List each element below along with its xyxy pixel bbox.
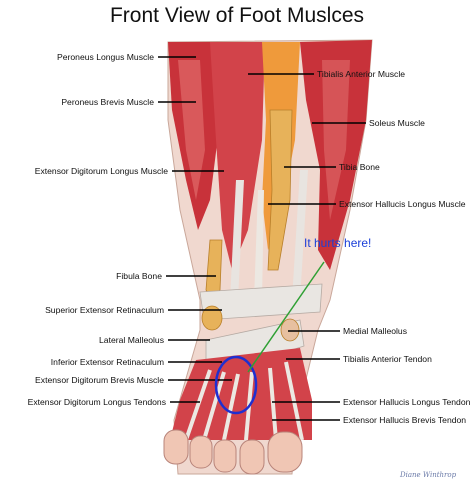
toes <box>163 429 303 475</box>
muscle-highlight-1 <box>178 60 205 200</box>
label-inferior-extensor-retinaculum: Inferior Extensor Retinaculum <box>50 357 164 367</box>
tendon-strip-1 <box>230 180 244 300</box>
label-medial-malleolus: Medial Malleolus <box>343 326 408 336</box>
label-peroneus-longus-muscle: Peroneus Longus Muscle <box>57 52 154 62</box>
diagram-title: Front View of Foot Muslces <box>109 4 365 27</box>
medial-malleolus-shape <box>280 318 300 342</box>
muscle-highlight-2 <box>322 60 350 220</box>
tendon-strip-2 <box>254 190 264 300</box>
label-extensor-digitorum-longus-muscle: Extensor Digitorum Longus Muscle <box>34 166 168 176</box>
leader-lines-left <box>158 56 232 403</box>
extensor-digitorum-longus-shape <box>210 42 265 270</box>
artist-signature: Diane Winthrop <box>400 471 457 479</box>
tibia-bone-shape <box>267 109 293 271</box>
label-fibula-bone: Fibula Bone <box>116 271 162 281</box>
leader-lines-right <box>248 73 366 421</box>
label-tibialis-anterior-tendon: Tibialis Anterior Tendon <box>343 354 432 364</box>
lateral-malleolus-shape <box>201 305 223 331</box>
label-tibia-bone: Tibia Bone <box>339 162 380 172</box>
pain-arrow <box>247 261 325 373</box>
label-lateral-malleolus: Lateral Malleolus <box>99 335 164 345</box>
label-extensor-hallucis-longus-tendon: Extensor Hallucis Longus Tendon <box>343 397 471 407</box>
label-extensor-hallucis-longus-muscle: Extensor Hallucis Longus Muscle <box>339 199 466 209</box>
pain-highlight-circle <box>214 355 258 415</box>
label-soleus-muscle: Soleus Muscle <box>369 118 425 128</box>
label-superior-extensor-retinaculum: Superior Extensor Retinaculum <box>45 305 164 315</box>
pain-annotation-text: It hurts here! <box>304 236 372 250</box>
label-peroneus-brevis-muscle: Peroneus Brevis Muscle <box>61 97 154 107</box>
label-tibialis-anterior-muscle: Tibialis Anterior Muscle <box>317 69 406 79</box>
tendon-strip-3 <box>292 170 308 300</box>
label-extensor-digitorum-longus-tendons: Extensor Digitorum Longus Tendons <box>27 397 166 407</box>
label-extensor-digitorum-brevis-muscle: Extensor Digitorum Brevis Muscle <box>35 375 164 385</box>
label-extensor-hallucis-brevis-tendon: Extensor Hallucis Brevis Tendon <box>343 415 467 425</box>
foot-dorsum-shape <box>170 348 312 440</box>
